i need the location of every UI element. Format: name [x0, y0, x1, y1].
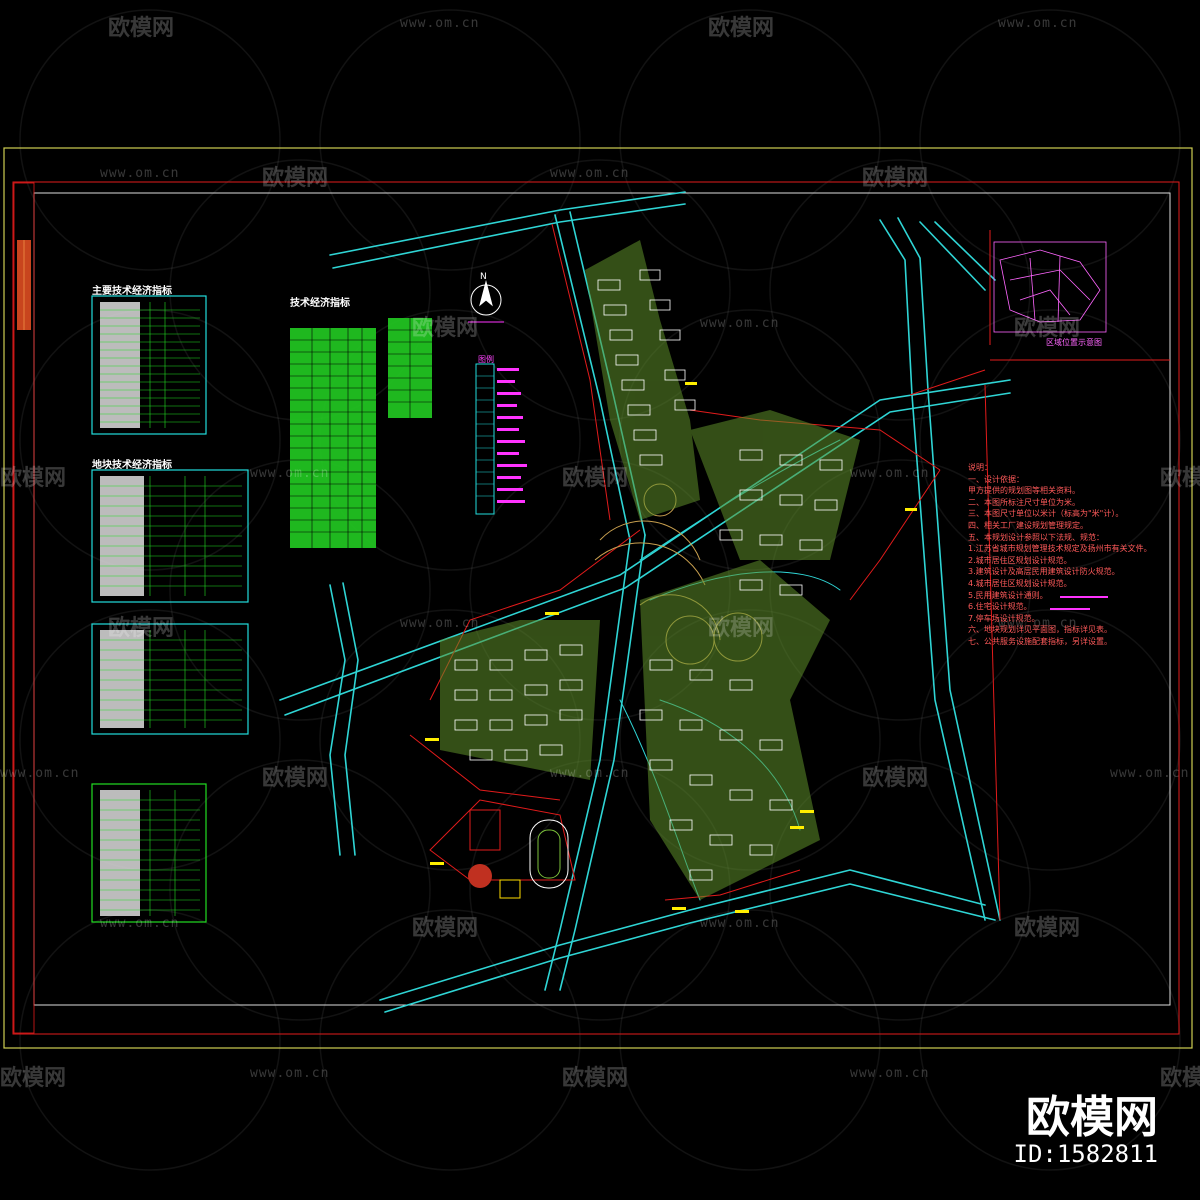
note-line: 三、本图尺寸单位以米计（标高为"米"计）。 [968, 509, 1124, 519]
note-line: 1.江苏省城市规划管理技术规定及扬州市有关文件。 [968, 544, 1152, 554]
watermark-text: 欧模网 [708, 16, 775, 41]
outer-frame [3, 147, 1193, 1049]
school-area [468, 809, 569, 899]
table-main-indicators [91, 295, 207, 435]
watermark-text: 欧模网 [262, 766, 329, 791]
note-line: 一、设计依据： [968, 474, 1024, 484]
watermark-text: 欧模网 [1160, 1066, 1200, 1091]
table-technical-indicators [290, 318, 432, 548]
watermark-text: 欧模网 [412, 316, 479, 341]
note-line: 七、公共服务设施配套指标，另详设置。 [968, 636, 1112, 646]
watermark-text: 欧模网 [862, 166, 929, 191]
watermark-url: www.om.cn [250, 466, 330, 481]
watermark-url: www.om.cn [400, 16, 480, 31]
building-blocks [454, 269, 843, 881]
table-block-indicators-1 [91, 469, 249, 603]
table-title-block-indicators: 地块技术经济指标 [92, 460, 172, 471]
table-block-indicators-3 [91, 783, 207, 923]
watermark-url: www.om.cn [998, 616, 1078, 631]
watermark-text: 欧模网 [562, 466, 629, 491]
watermark-text: 欧模网 [0, 466, 67, 491]
location-map-caption: 区域位置示意图 [1046, 338, 1102, 347]
watermark-url: www.om.cn [0, 766, 80, 781]
watermark-text: 欧模网 [708, 616, 775, 641]
note-line: 五、本规划设计参照以下法规、规范： [968, 532, 1104, 542]
note-line: 四、相关工厂建设规划管理规定。 [968, 520, 1088, 530]
note-line: 5.民用建筑设计通则。 [968, 590, 1048, 600]
watermark-url: www.om.cn [100, 916, 180, 931]
inner-frame [12, 181, 1180, 1035]
note-line: 二、本图所标注尺寸单位为米。 [968, 497, 1080, 507]
note-line: 甲方提供的规划图等相关资料。 [968, 486, 1080, 496]
table-block-indicators-2 [91, 623, 249, 735]
notes-underlines [1050, 596, 1108, 610]
table-title-technical-indicators: 技术经济指标 [290, 298, 350, 309]
watermark-text: 欧模网 [1014, 316, 1081, 341]
watermark-text: 欧模网 [262, 166, 329, 191]
location-map [993, 241, 1107, 333]
note-line: 3.建筑设计及高层民用建筑设计防火规范。 [968, 567, 1120, 577]
watermark-url: www.om.cn [550, 766, 630, 781]
note-line: 7.停车场设计规范。 [968, 613, 1040, 623]
watermark-url: www.om.cn [850, 466, 930, 481]
watermark-text: 欧模网 [108, 16, 175, 41]
watermark-text: 欧模网 [1160, 466, 1200, 491]
table-title-main-indicators: 主要技术经济指标 [92, 286, 172, 297]
legend [475, 363, 527, 515]
legend-title: 图例 [478, 355, 494, 364]
left-strip [13, 182, 35, 1034]
watermark-url: www.om.cn [550, 166, 630, 181]
watermark-url: www.om.cn [100, 166, 180, 181]
watermark-text: 欧模网 [862, 766, 929, 791]
watermark-text: 欧模网 [1014, 916, 1081, 941]
north-label: N [480, 272, 487, 282]
watermark-text: 欧模网 [562, 1066, 629, 1091]
watermark-text: 欧模网 [108, 616, 175, 641]
notes-title: 说明： [968, 463, 992, 472]
watermark-text: 欧模网 [412, 916, 479, 941]
watermark-url: www.om.cn [998, 16, 1078, 31]
design-notes: 说明： 一、设计依据： 甲方提供的规划图等相关资料。 二、本图所标注尺寸单位为米… [968, 462, 1152, 648]
vegetation-areas [440, 240, 860, 900]
brand-logo-text: 欧模网 [1026, 1092, 1158, 1143]
note-line: 4.城市居住区规划设计规范。 [968, 578, 1072, 588]
watermark-url: www.om.cn [700, 916, 780, 931]
watermark-url: www.om.cn [1110, 766, 1190, 781]
watermark-url: www.om.cn [700, 316, 780, 331]
note-line: 6.住宅设计规范。 [968, 602, 1032, 612]
watermark-url: www.om.cn [400, 616, 480, 631]
watermark-text: 欧模网 [0, 1066, 67, 1091]
annotation-marks [425, 382, 917, 913]
note-line: 2.城市居住区规划设计规范。 [968, 555, 1072, 565]
watermark-url: www.om.cn [850, 1066, 930, 1081]
brand-id: ID:1582811 [1013, 1140, 1159, 1168]
note-line: 六、地块规划详见平面图，指标详见表。 [968, 625, 1112, 635]
north-arrow [468, 280, 504, 323]
watermark-url: www.om.cn [250, 1066, 330, 1081]
